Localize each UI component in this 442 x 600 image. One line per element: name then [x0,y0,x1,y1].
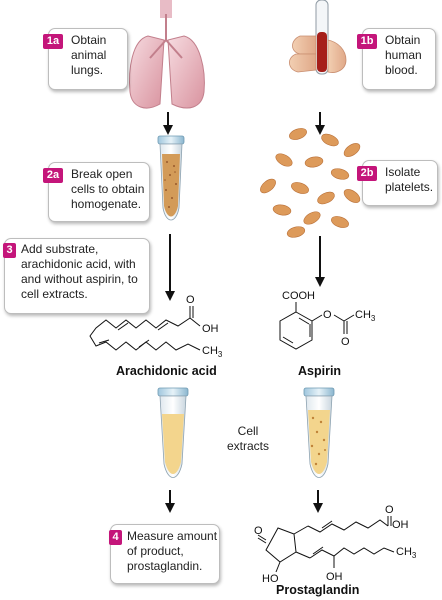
step-4-badge: 4 [109,530,122,545]
step-1a-text-2: animal [71,48,107,62]
prostaglandin-acid-oxygen-label: O [385,504,394,516]
step-1a-text-1: Obtain [71,33,107,47]
platelets-illustration [260,128,361,238]
step-1b-text-2: human [385,48,422,62]
step-3-badge: 3 [3,243,16,258]
aspirin-ester-oxygen-label: O [323,309,332,321]
platelet [260,178,276,194]
step-2a-callout: 2a Break open cells to obtain homogenate… [43,162,150,222]
cell-extracts-label-1: Cell [237,424,259,438]
platelet [321,133,339,147]
acid-methyl-label: CH3 [202,345,223,359]
step-2a-badge: 2a [43,168,63,183]
platelet-extract-tube-right [303,387,335,478]
step-1a-callout: 1a Obtain animal lungs. [43,28,128,90]
acid-oxygen-label: O [186,294,195,306]
platelet [291,182,309,194]
step-2a-text-3: homogenate. [71,197,142,211]
platelet [289,128,307,140]
acid-hydroxyl-label: OH [202,323,219,335]
step-2a-text-2: cells to obtain [71,182,145,196]
blood-tube-hand-illustration [289,0,347,75]
cell-extract-tube-left [157,387,189,478]
prostaglandin-methyl-label: CH3 [396,546,417,560]
step-1b-badge: 1b [357,34,377,49]
cell-extracts-label-2: extracts [226,439,269,453]
aspirin-structure [279,302,355,350]
step-3-text-3: and without aspirin, to [21,272,138,286]
step-4-text-1: Measure amount [127,529,218,543]
prostaglandin-chain-hydroxyl-label: OH [326,571,343,583]
prostaglandin-ring-hydroxyl-label: HO [262,573,279,585]
platelet [343,189,361,203]
prostaglandin-structure [257,516,395,573]
platelet [317,191,335,205]
step-1a-badge: 1a [43,34,63,49]
arachidonic-acid-caption: Arachidonic acid [116,364,217,378]
prostaglandin-caption: Prostaglandin [276,583,360,597]
aspirin-methyl-label: CH3 [355,309,376,323]
step-1b-text-1: Obtain [385,33,421,47]
platelet [331,216,349,228]
step-3-text-1: Add substrate, [21,242,99,256]
step-4-text-2: of product, [127,544,184,558]
platelet [272,204,292,216]
step-4-callout: 4 Measure amount of product, prostagland… [109,524,220,584]
step-1b-text-3: blood. [385,63,418,77]
step-3-text-2: arachidonic acid, with [21,257,136,271]
platelet [275,153,293,167]
platelet [303,211,321,225]
platelet [330,168,350,180]
aspirin-carbonyl-oxygen-label: O [341,336,350,348]
aspirin-caption: Aspirin [298,364,342,378]
step-1a-text-3: lungs. [71,63,104,77]
platelet [304,156,324,168]
platelet [286,226,306,238]
aspirin-carboxyl-label: COOH [282,290,315,302]
step-2b-callout: 2b Isolate platelets. [357,160,438,206]
step-1b-callout: 1b Obtain human blood. [357,28,436,90]
platelet [343,143,361,157]
step-4-text-3: prostaglandin. [127,559,203,573]
arachidonic-acid-structure [89,306,201,351]
prostaglandin-acid-hydroxyl-label: OH [392,519,409,531]
step-2a-text-1: Break open [71,167,133,181]
prostaglandin-ketone-label: O [254,525,263,537]
step-2b-text-1: Isolate [385,165,421,179]
step-3-text-4: cell extracts. [21,287,88,301]
lungs-illustration [129,0,205,109]
step-3-callout: 3 Add substrate, arachidonic acid, with … [3,238,150,314]
step-2b-text-2: platelets. [385,180,434,194]
step-2b-badge: 2b [357,166,377,181]
flow-arrows [163,112,325,513]
homogenate-tube [157,135,185,221]
